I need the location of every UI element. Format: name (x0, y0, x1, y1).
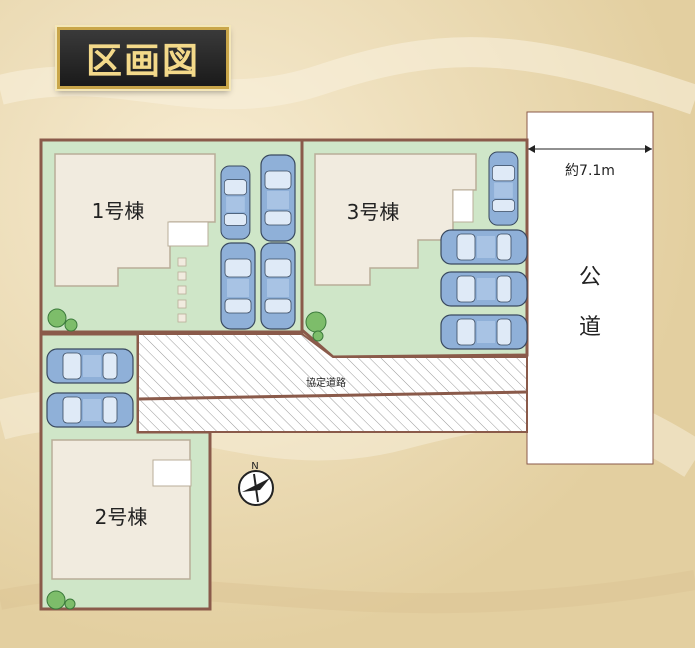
compass-north-label: N (251, 461, 258, 472)
building-3-label: 3号棟 (347, 200, 400, 224)
public-road-label-top: 公 (579, 265, 601, 290)
entrance-2 (152, 459, 192, 487)
page-title: 区画図 (85, 40, 200, 82)
road-width-label: 約7.1m (565, 163, 615, 179)
car (440, 314, 528, 350)
car (220, 242, 256, 330)
title-badge: 区画図 (57, 27, 229, 89)
entrance-1 (167, 221, 209, 247)
car (260, 154, 296, 242)
car (440, 229, 528, 265)
public-road-label-bottom: 道 (579, 315, 601, 340)
building-1-label: 1号棟 (92, 199, 145, 223)
building-1 (54, 153, 216, 287)
building-3 (314, 153, 477, 286)
tree-icon (46, 308, 327, 610)
car (440, 271, 528, 307)
entrance-3 (452, 189, 474, 223)
building-2-label: 2号棟 (95, 505, 148, 529)
car (220, 165, 251, 240)
car (46, 348, 134, 384)
compass-icon: N (238, 461, 274, 506)
shared-road-label: 協定道路 (306, 376, 346, 389)
shared-road (137, 333, 528, 433)
car (260, 242, 296, 330)
car (488, 151, 519, 226)
shared-road-divider (137, 390, 528, 401)
public-road (526, 111, 654, 465)
car (46, 392, 134, 428)
stepping-stones (177, 257, 187, 323)
